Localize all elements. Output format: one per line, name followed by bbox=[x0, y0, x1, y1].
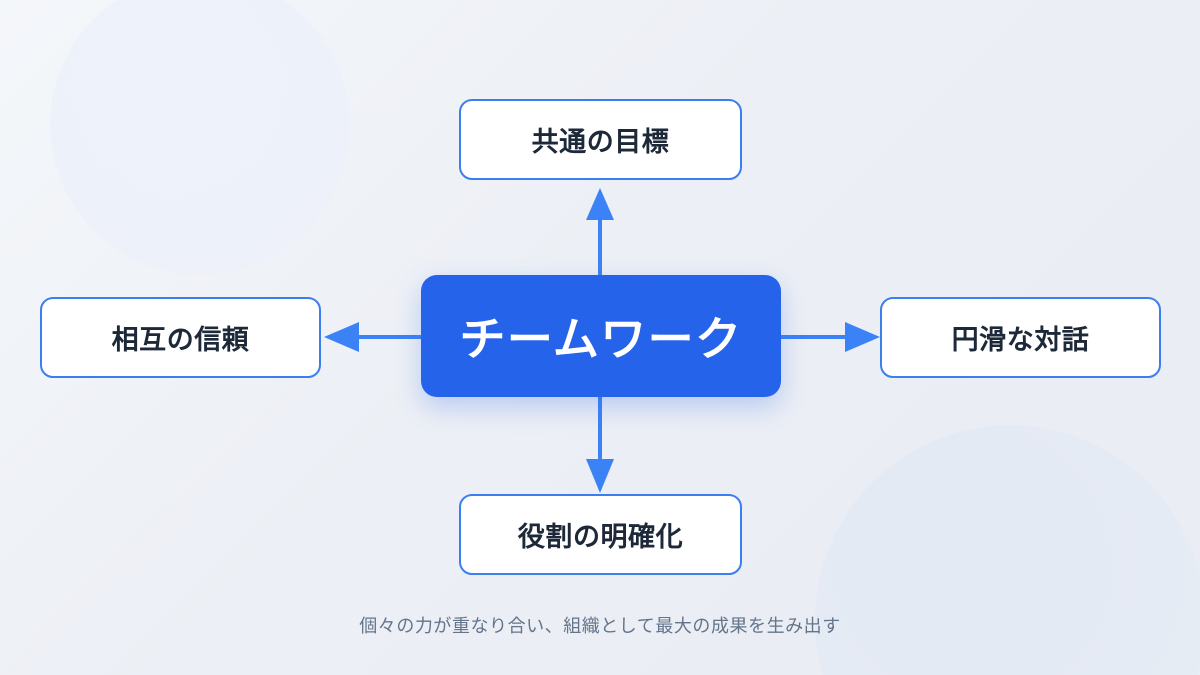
node-left-label: 相互の信頼 bbox=[111, 325, 250, 356]
node-bottom-label: 役割の明確化 bbox=[517, 522, 684, 553]
arrow-up-icon bbox=[586, 188, 614, 276]
arrow-right-icon bbox=[779, 322, 880, 352]
node-bottom[interactable]: 役割の明確化 bbox=[459, 494, 742, 575]
node-right-label: 円滑な対話 bbox=[951, 325, 1090, 356]
arrow-left-icon bbox=[324, 322, 423, 352]
background-circle-top-left bbox=[50, 0, 350, 275]
diagram-caption: 個々の力が重なり合い、組織として最大の成果を生み出す bbox=[359, 616, 841, 637]
arrow-down-icon bbox=[586, 396, 614, 493]
node-top-label: 共通の目標 bbox=[531, 127, 670, 158]
node-center-label: チームワーク bbox=[459, 312, 743, 366]
node-right[interactable]: 円滑な対話 bbox=[880, 297, 1161, 378]
node-top[interactable]: 共通の目標 bbox=[459, 99, 742, 180]
node-left[interactable]: 相互の信頼 bbox=[40, 297, 321, 378]
node-center-teamwork[interactable]: チームワーク bbox=[421, 275, 781, 397]
